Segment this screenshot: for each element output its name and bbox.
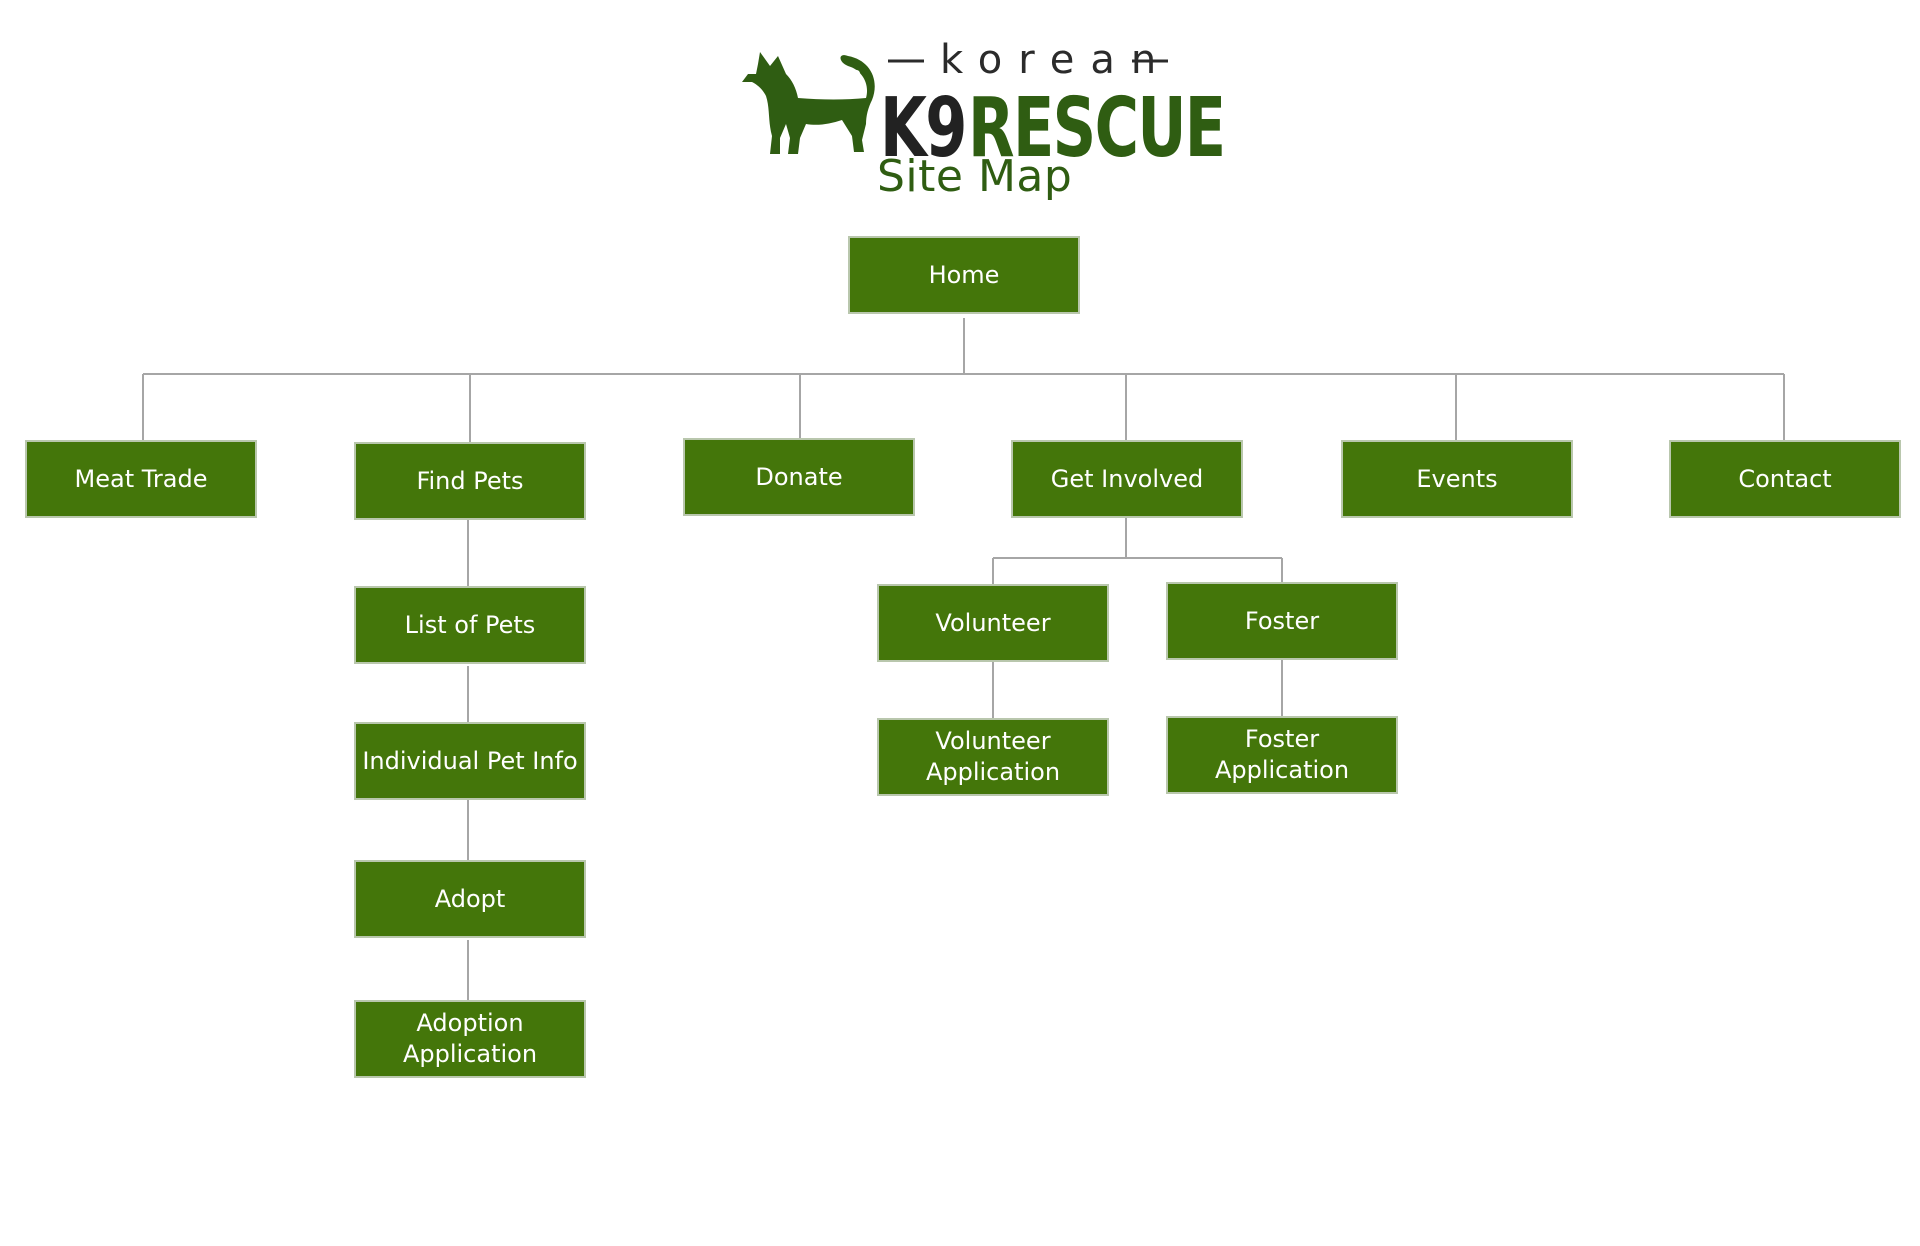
node-list-of-pets[interactable]: List of Pets: [354, 586, 586, 664]
node-find-pets[interactable]: Find Pets: [354, 442, 586, 520]
node-meat-trade[interactable]: Meat Trade: [25, 440, 257, 518]
node-adopt[interactable]: Adopt: [354, 860, 586, 938]
logo-rescue-text: RESCUE: [968, 81, 1226, 176]
dog-silhouette-icon: [742, 52, 1168, 154]
node-volunteer-application[interactable]: Volunteer Application: [877, 718, 1109, 796]
node-home[interactable]: Home: [848, 236, 1080, 314]
dog-icon: [742, 52, 875, 154]
node-adoption-application[interactable]: Adoption Application: [354, 1000, 586, 1078]
heart-icon: [843, 69, 861, 83]
node-individual-pet-info[interactable]: Individual Pet Info: [354, 722, 586, 800]
node-events[interactable]: Events: [1341, 440, 1573, 518]
node-contact[interactable]: Contact: [1669, 440, 1901, 518]
node-volunteer[interactable]: Volunteer: [877, 584, 1109, 662]
logo: [0, 0, 1920, 220]
node-get-involved[interactable]: Get Involved: [1011, 440, 1243, 518]
page-title: Site Map: [877, 151, 1073, 202]
node-foster-application[interactable]: Foster Application: [1166, 716, 1398, 794]
logo-k9-text: K9: [880, 81, 967, 176]
node-foster[interactable]: Foster: [1166, 582, 1398, 660]
node-donate[interactable]: Donate: [683, 438, 915, 516]
logo-korean-text: korean: [940, 37, 1173, 83]
